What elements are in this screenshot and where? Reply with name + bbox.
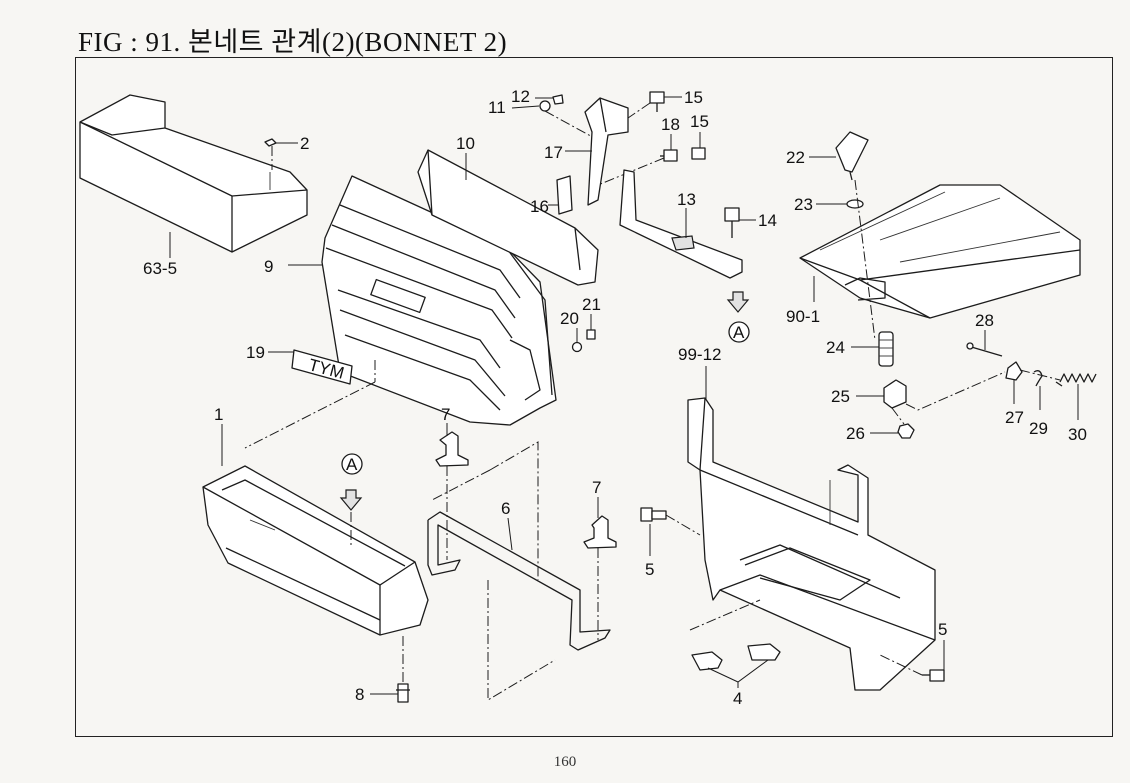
part-9-grille xyxy=(321,175,557,426)
part-29-clip xyxy=(1033,370,1043,387)
callout-30: 30 xyxy=(1068,425,1087,444)
callout-21: 21 xyxy=(582,295,601,314)
callout-16: 16 xyxy=(530,197,549,216)
callout-19: 19 xyxy=(246,343,265,362)
part-27-lever xyxy=(1005,361,1023,381)
marker-a-left: A xyxy=(341,453,363,475)
part-22-handle xyxy=(835,131,869,181)
callout-23: 23 xyxy=(794,195,813,214)
callout-4: 4 xyxy=(733,689,742,708)
callout-15-top: 15 xyxy=(684,88,703,107)
callout-63-5: 63-5 xyxy=(143,259,177,278)
arrow-down-icon-left xyxy=(339,489,363,511)
part-30-spring xyxy=(1055,373,1097,387)
callout-27: 27 xyxy=(1005,408,1024,427)
callout-10: 10 xyxy=(456,134,475,153)
svg-text:A: A xyxy=(733,323,745,342)
callout-15-mid: 15 xyxy=(690,112,709,131)
callout-6: 6 xyxy=(501,499,510,518)
callout-99-12: 99-12 xyxy=(678,345,721,364)
part-63-5-cover xyxy=(79,94,308,253)
callout-14: 14 xyxy=(758,211,777,230)
callout-28: 28 xyxy=(975,311,994,330)
part-2-clip xyxy=(264,138,277,147)
part-23-washer xyxy=(846,199,864,209)
part-15-bolt-top xyxy=(649,91,665,112)
callout-24: 24 xyxy=(826,338,845,357)
part-28-pin xyxy=(966,342,1003,357)
part-14-bolt xyxy=(724,207,740,238)
part-18-bolt xyxy=(660,149,678,162)
part-15-bolt-mid xyxy=(691,147,706,160)
callout-18: 18 xyxy=(661,115,680,134)
callout-5-right: 5 xyxy=(938,620,947,639)
part-4-mount-left xyxy=(691,651,723,671)
callout-7-right: 7 xyxy=(592,478,601,497)
callout-9: 9 xyxy=(264,257,273,276)
part-16-plate xyxy=(556,175,573,215)
callout-12: 12 xyxy=(511,87,530,106)
part-20-washer xyxy=(571,341,583,353)
arrow-down-icon xyxy=(726,291,750,313)
callout-26: 26 xyxy=(846,424,865,443)
part-7-bracket-left xyxy=(435,431,469,467)
page-title: FIG : 91. 본네트 관계(2)(BONNET 2) xyxy=(78,27,508,57)
callout-8: 8 xyxy=(355,685,364,704)
callout-20: 20 xyxy=(560,309,579,328)
part-90-1-hood xyxy=(799,184,1081,319)
callout-22: 22 xyxy=(786,148,805,167)
part-1-bumper xyxy=(202,465,429,636)
callout-1: 1 xyxy=(214,405,223,424)
part-4-mount-right xyxy=(747,643,781,661)
callout-29: 29 xyxy=(1029,419,1048,438)
marker-a-top: A xyxy=(728,321,750,343)
part-26-nut xyxy=(897,423,915,439)
part-13-bracket xyxy=(619,169,743,279)
callout-25: 25 xyxy=(831,387,850,406)
svg-text:A: A xyxy=(346,455,358,474)
part-5-bolt-left xyxy=(640,507,667,522)
diagram-frame xyxy=(75,57,1113,737)
part-24-spring xyxy=(878,331,894,367)
callout-90-1: 90-1 xyxy=(786,307,820,326)
callout-11: 11 xyxy=(488,98,506,117)
part-21-nut xyxy=(586,329,596,340)
part-6-frame xyxy=(427,511,611,651)
callout-13: 13 xyxy=(677,190,696,209)
part-11-washer xyxy=(539,100,551,112)
callout-17: 17 xyxy=(544,143,563,162)
part-17-bracket xyxy=(584,97,629,206)
callout-5-left: 5 xyxy=(645,560,654,579)
part-12-clip xyxy=(552,94,564,105)
page-number: 160 xyxy=(553,754,577,770)
callout-2: 2 xyxy=(300,134,309,153)
part-7-bracket-right xyxy=(583,515,617,549)
part-5-bolt-right xyxy=(922,669,945,682)
part-99-12-support-frame xyxy=(687,397,936,691)
part-8-fastener xyxy=(396,683,410,703)
callout-7-left: 7 xyxy=(441,405,450,424)
part-25-catch xyxy=(883,379,907,409)
part-10-upper-panel xyxy=(417,149,599,286)
